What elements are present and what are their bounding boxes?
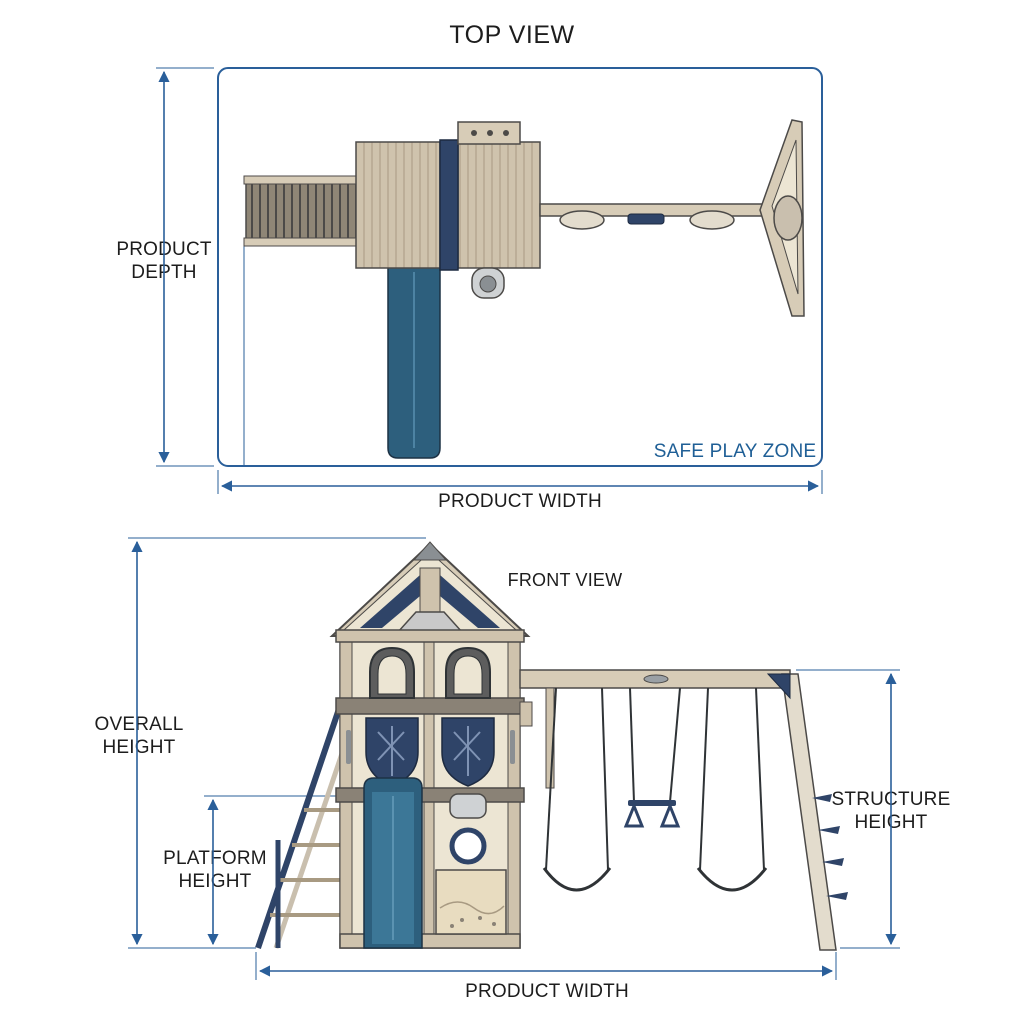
top-view-dimensions <box>156 67 823 494</box>
top-ladder <box>245 177 357 245</box>
top-roof-right <box>457 141 541 269</box>
top-product-width-label: PRODUCT WIDTH <box>438 491 602 512</box>
safe-play-zone-border <box>217 67 823 467</box>
tower-flag <box>519 701 533 727</box>
a-frame-bracket <box>766 673 791 700</box>
safe-play-zone-label: SAFE PLAY ZONE <box>653 441 817 462</box>
front-view-playset <box>255 541 848 951</box>
front-porthole <box>449 827 487 865</box>
swing-right <box>696 687 768 892</box>
swing-left <box>542 687 612 892</box>
top-ladder-rail-bottom <box>243 237 357 247</box>
front-product-width-label: PRODUCT WIDTH <box>465 981 629 1002</box>
top-view-title: TOP VIEW <box>449 21 575 49</box>
front-view-title: FRONT VIEW <box>507 570 623 590</box>
top-roof-left <box>355 141 441 269</box>
top-a-frame-bracket <box>773 195 803 241</box>
top-trapeze-bar <box>627 213 665 225</box>
top-swing-seat-left <box>559 210 605 230</box>
trapeze-bar <box>623 687 681 828</box>
front-periscope <box>449 793 487 819</box>
front-a-frame-leg <box>781 673 837 951</box>
roof-peak-cap <box>412 541 448 561</box>
top-ladder-rail-top <box>243 175 357 185</box>
tower-beam-upper <box>335 697 525 715</box>
top-roof-ridge <box>439 139 459 271</box>
beam-plaque <box>643 674 669 684</box>
top-swing-seat-right <box>689 210 735 230</box>
front-view-dimensions <box>128 537 900 980</box>
top-view-playset <box>243 119 805 459</box>
front-ladder <box>255 699 353 949</box>
